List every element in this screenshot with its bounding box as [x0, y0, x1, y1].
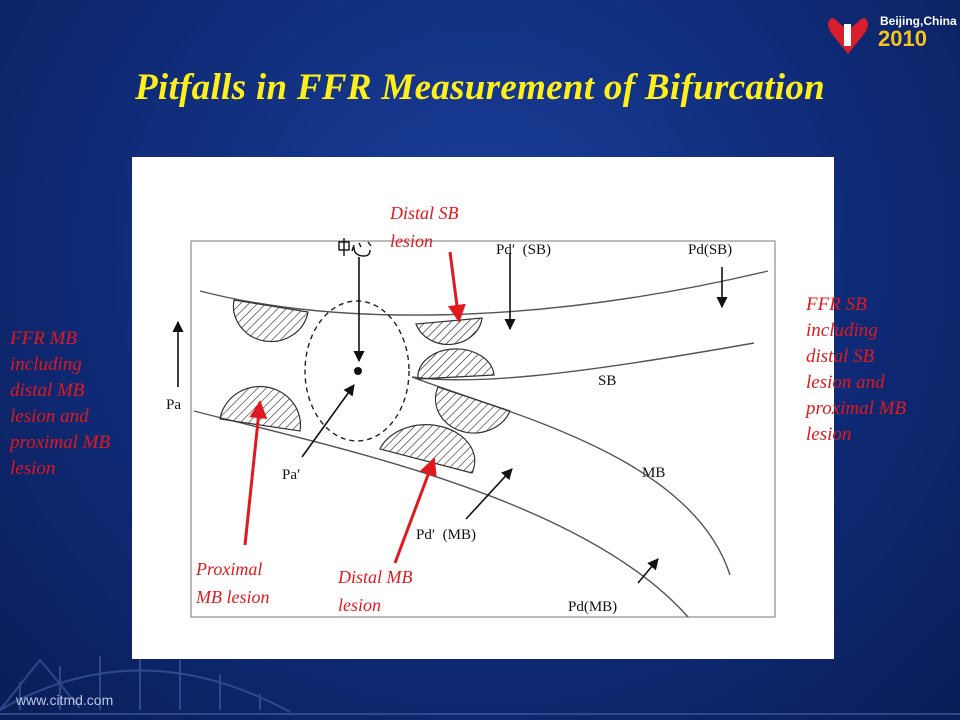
- pa-prime-arrow: [301, 384, 355, 458]
- annotation-distal-mb-line2: lesion: [338, 595, 381, 615]
- footer-url[interactable]: www.citmd.com: [16, 692, 114, 708]
- logo-location-text: Beijing,China: [880, 14, 957, 28]
- lesion-distal-sb-top: [415, 317, 483, 346]
- label-pd-mb: Pd(MB): [568, 599, 617, 615]
- bifurcation-center-circle: [304, 300, 410, 442]
- ffr-sb-note-line: lesion: [806, 424, 852, 445]
- label-pd-prime-mb: Pd′ (MB): [416, 527, 476, 543]
- lesion-sb-carina: [417, 348, 495, 380]
- annotation-proximal-mb-line1: Proximal: [195, 559, 262, 579]
- upper-vessel-wall: [199, 270, 769, 316]
- bridge-skyline-decoration: [0, 654, 960, 715]
- annotation-distal-sb-line1: Distal SB: [389, 203, 459, 223]
- slide-title: Pitfalls in FFR Measurement of Bifurcati…: [135, 67, 825, 108]
- annotation-distal-mb-line1: Distal MB: [337, 567, 413, 587]
- lesion-proximal-top: [232, 299, 309, 343]
- ffr-sb-note-line: FFR SB: [806, 294, 867, 315]
- diagram-panel: Pa Pa′ Pd′ (SB) Pd(SB) SB MB Pd′ (MB) Pd…: [132, 157, 834, 659]
- ffr-mb-note-line: lesion and: [10, 406, 89, 427]
- pd-mb-arrow: [637, 558, 659, 584]
- label-mb: MB: [642, 465, 665, 481]
- conference-logo: [828, 18, 868, 54]
- ffr-mb-note-line: including: [10, 354, 82, 375]
- label-pd-prime-sb: Pd′ (SB): [496, 242, 551, 258]
- annotation-proximal-mb-line2: MB lesion: [195, 587, 270, 607]
- label-sb: SB: [598, 373, 616, 389]
- label-pa: Pa: [166, 397, 181, 413]
- ffr-sb-note-line: lesion and: [806, 372, 885, 393]
- center-point: [354, 367, 362, 375]
- label-pd-sb: Pd(SB): [688, 242, 732, 258]
- ffr-mb-note: FFR MB including distal MB lesion and pr…: [10, 326, 110, 482]
- ffr-mb-note-line: FFR MB: [10, 328, 78, 349]
- lesion-distal-mb: [379, 424, 476, 474]
- ffr-sb-note: FFR SB including distal SB lesion and pr…: [806, 292, 906, 448]
- distal-mb-pointer: [393, 457, 437, 564]
- ffr-sb-note-line: proximal MB: [806, 398, 907, 419]
- logo-year-text: 2010: [878, 26, 927, 51]
- center-glyph-icon: [338, 238, 372, 257]
- diagram-frame: [190, 240, 776, 618]
- lesion-mb-carina: [434, 386, 511, 434]
- ffr-mb-note-line: proximal MB: [10, 432, 111, 453]
- sb-lower-wall: [411, 342, 755, 381]
- bifurcation-diagram: Pa Pa′ Pd′ (SB) Pd(SB) SB MB Pd′ (MB) Pd…: [166, 203, 776, 618]
- ffr-sb-note-line: including: [806, 320, 878, 341]
- ffr-mb-note-line: lesion: [10, 458, 56, 479]
- annotation-distal-sb-line2: lesion: [390, 231, 433, 251]
- pd-prime-mb-arrow: [465, 468, 513, 520]
- proximal-mb-pointer: [243, 400, 268, 546]
- ffr-sb-note-line: distal SB: [806, 346, 875, 367]
- ffr-mb-note-line: distal MB: [10, 380, 85, 401]
- label-pa-prime: Pa′: [282, 467, 300, 483]
- distal-sb-pointer: [447, 251, 466, 323]
